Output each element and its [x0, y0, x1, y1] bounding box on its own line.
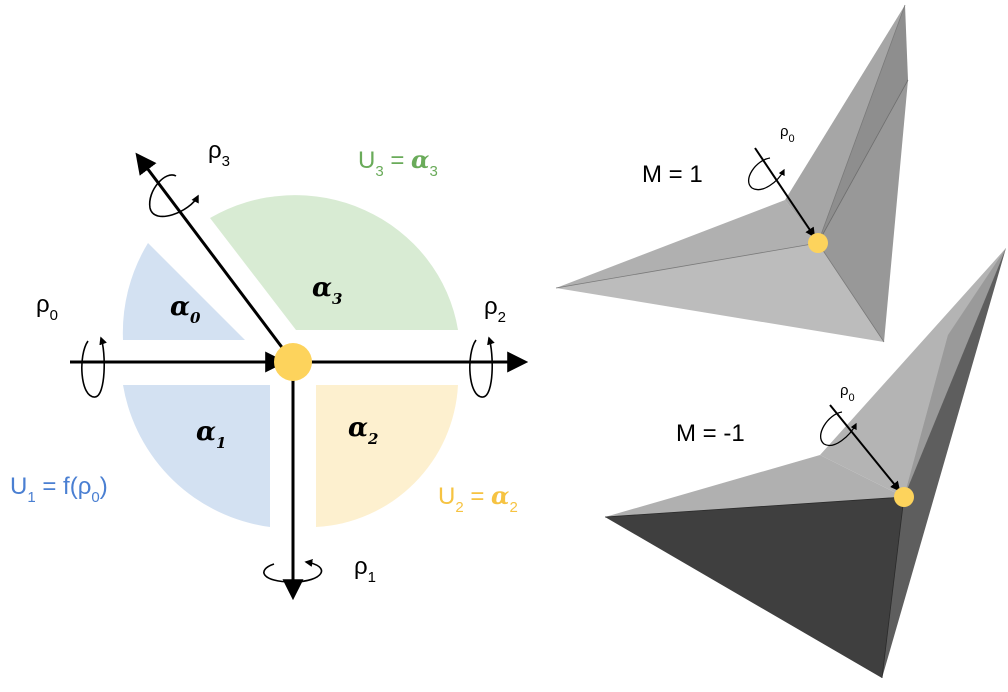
- vertex-joint-bottom: [894, 487, 914, 507]
- rotation-icon-rho-0: [81, 336, 107, 398]
- label-rho-0: ρ0: [36, 291, 58, 324]
- axis-rho-0-top: [754, 147, 816, 238]
- rotation-icon-rho-3: [149, 174, 199, 218]
- label-rho-1: ρ1: [354, 553, 376, 586]
- label-alpha-0: α0: [170, 292, 201, 327]
- axis-rho-3: [135, 152, 295, 363]
- label-rho-3: ρ3: [208, 137, 230, 170]
- label-alpha-2: α2: [348, 413, 378, 448]
- sector-alpha-3: [210, 195, 458, 330]
- equation-u2: U2 = α2: [438, 481, 518, 516]
- label-m-plus-one: M = 1: [642, 161, 703, 188]
- axis-rho-0-bottom: [829, 404, 901, 492]
- vertex-joint: [274, 343, 312, 381]
- sector-alpha-2: [316, 385, 458, 527]
- sector-alpha-0: [122, 243, 245, 340]
- label-alpha-3: α3: [312, 273, 342, 308]
- label-alpha-1: α1: [196, 417, 226, 452]
- label-rho-0-bottom: ρ0: [840, 382, 855, 404]
- sector-alpha-1: [123, 385, 270, 527]
- rotation-icon-top: [747, 157, 785, 191]
- rotation-icon-rho-2: [469, 336, 495, 398]
- label-rho-2: ρ2: [484, 293, 506, 326]
- label-rho-0-top: ρ0: [780, 123, 795, 145]
- vertex-joint-top: [808, 233, 828, 253]
- left-vertex-diagram: ρ0 ρ2 ρ1 ρ3 α0 α1 α2 α3 U1 = f(ρ0) U2 = …: [10, 137, 529, 601]
- vertex-shape-m-plus-one: ρ0 M = 1: [555, 4, 909, 343]
- equation-u1: U1 = f(ρ0): [10, 473, 108, 506]
- rotation-icon-rho-1: [263, 559, 323, 583]
- vertex-shape-m-minus-one: ρ0 M = -1: [604, 248, 1006, 679]
- rotation-icon-bottom: [819, 411, 857, 447]
- equation-u3: U3 = α3: [358, 145, 438, 180]
- label-m-minus-one: M = -1: [676, 420, 745, 447]
